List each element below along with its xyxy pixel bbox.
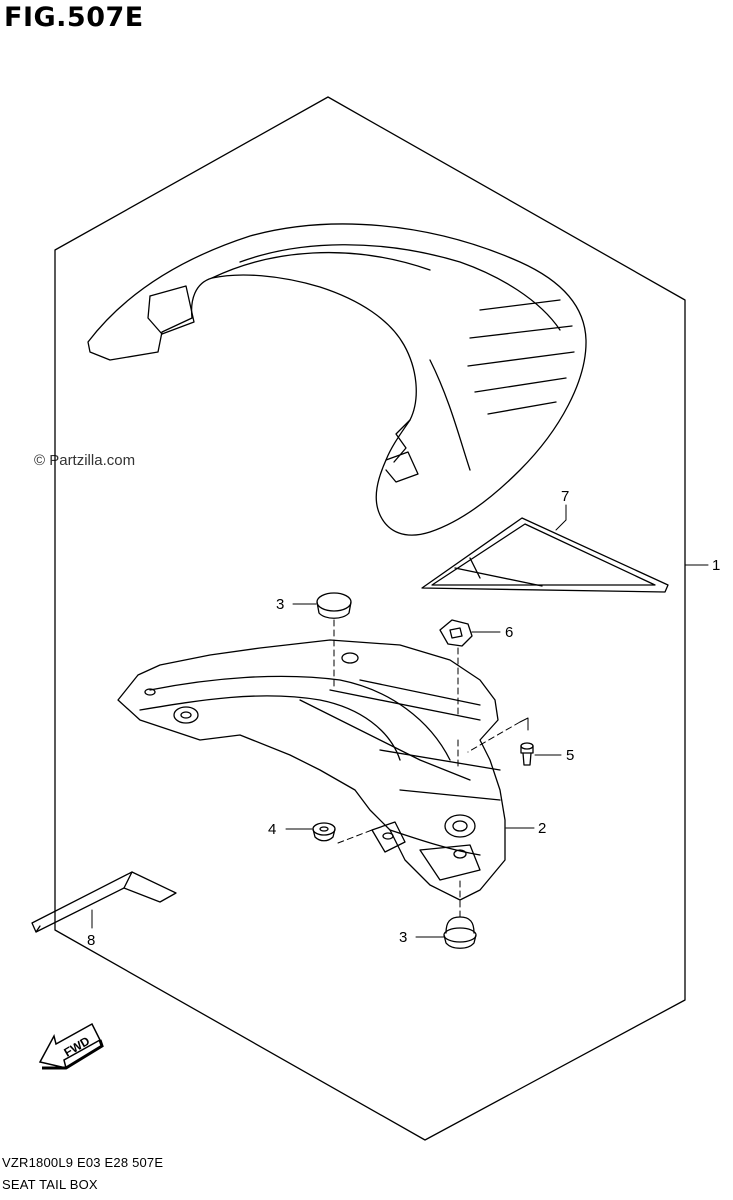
callout-2: 2 <box>538 820 546 837</box>
footer-code: VZR1800L9 E03 E28 507E <box>2 1155 164 1170</box>
footer-name: SEAT TAIL BOX <box>2 1177 98 1192</box>
grommet-upper <box>316 592 352 619</box>
emblem-decal <box>421 517 669 593</box>
seat-bracket <box>117 639 506 901</box>
callout-6: 6 <box>505 624 513 641</box>
figure-title: FIG.507E <box>4 2 144 33</box>
assembly-line-spacer <box>337 829 373 844</box>
bolt-bracket <box>519 717 529 731</box>
hex-wrench <box>31 871 177 933</box>
callout-5: 5 <box>566 747 574 764</box>
callout-8: 8 <box>87 932 95 949</box>
callout-3-lower: 3 <box>399 929 407 946</box>
callout-1: 1 <box>712 557 720 574</box>
callout-7: 7 <box>561 488 569 505</box>
assembly-line-bolt <box>467 721 521 753</box>
bolt <box>520 742 534 766</box>
seat-tail-cover <box>87 223 587 536</box>
spacer-collar <box>312 822 336 842</box>
callout-4: 4 <box>268 821 276 838</box>
assembly-boundary <box>54 96 686 1141</box>
grommet-lower <box>443 916 477 949</box>
watermark: © Partzilla.com <box>34 452 136 469</box>
fwd-arrow: FWD <box>38 1022 104 1070</box>
callout-3-upper: 3 <box>276 596 284 613</box>
nut-clip <box>439 619 473 647</box>
leader-7 <box>555 504 567 531</box>
